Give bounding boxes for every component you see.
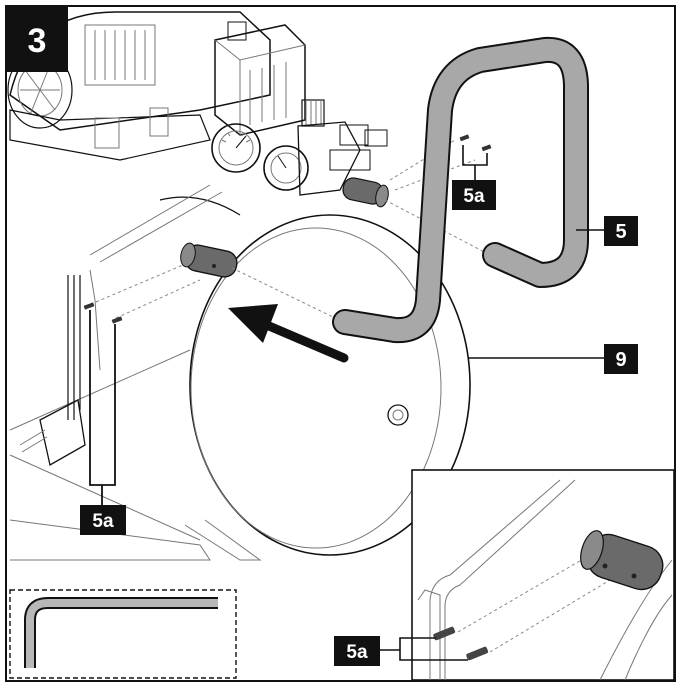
callout-pins-top-label: 5a — [463, 186, 485, 207]
callout-handle: 5 — [604, 216, 638, 246]
sleeve-detail — [580, 530, 664, 591]
arrow-icon — [228, 304, 349, 363]
allen-key-icon — [24, 597, 218, 668]
pressure-gauge-left — [211, 123, 261, 173]
callout-pins-inset-label: 5a — [346, 642, 368, 663]
pins-left — [83, 302, 123, 505]
compressor-motor — [7, 11, 271, 161]
callout-pins-top: 5a — [452, 180, 496, 210]
callout-tank-label: 9 — [615, 349, 626, 371]
step-number-badge: 3 — [6, 6, 68, 72]
allen-key-box — [9, 589, 237, 679]
diagram-frame — [5, 5, 676, 682]
pressure-regulator — [297, 99, 388, 196]
air-tank — [9, 184, 471, 561]
callout-pins-left-label: 5a — [92, 511, 114, 532]
power-cable — [19, 269, 101, 467]
sleeve-left — [180, 242, 238, 278]
step-number: 3 — [28, 22, 47, 60]
callout-pins-left: 5a — [80, 505, 126, 535]
pins-top — [459, 134, 492, 180]
sleeve-upper — [342, 177, 389, 208]
callout-handle-label: 5 — [615, 221, 626, 243]
callout-pins-inset: 5a — [334, 636, 380, 666]
pressure-gauge-right — [263, 145, 309, 191]
detail-inset — [380, 469, 675, 681]
pressure-switch — [214, 21, 306, 136]
handle — [332, 36, 589, 344]
callout-tank: 9 — [604, 344, 638, 374]
